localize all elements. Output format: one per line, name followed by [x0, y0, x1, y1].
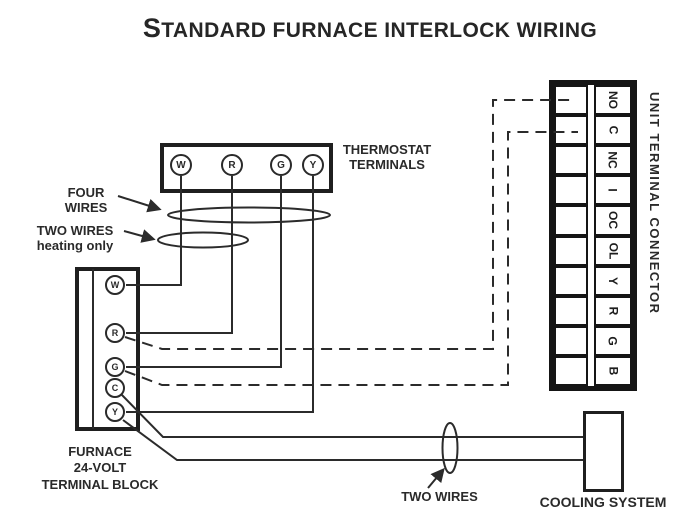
cooling-system-caption: COOLING SYSTEM: [539, 494, 667, 510]
unit-screw-cell: [554, 205, 588, 236]
unit-label-cell-g: G: [594, 325, 632, 356]
furnace-terminal-g-label: G: [111, 362, 119, 372]
thermostat-terminal-g: G: [270, 154, 292, 176]
furnace-terminal-y: Y: [105, 402, 125, 422]
unit-label-cell-ol: OL: [594, 235, 632, 266]
unit-terminal-b-label: B: [605, 366, 620, 376]
thermostat-terminal-r: R: [221, 154, 243, 176]
furnace-terminal-g: G: [105, 357, 125, 377]
two-wires-heating-line1: TWO WIRES: [36, 223, 114, 238]
two-wires-heating-line2: heating only: [36, 238, 114, 254]
furnace-terminal-r: R: [105, 323, 125, 343]
unit-connector-caption: UNIT TERMINAL CONNECTOR: [647, 92, 662, 315]
furnace-terminal-y-label: Y: [111, 407, 118, 417]
diagram-title: STANDARD FURNACE INTERLOCK WIRING: [142, 13, 598, 43]
four-wires-label-line1: FOUR: [67, 185, 105, 200]
unit-terminal-y-label: Y: [605, 276, 620, 285]
unit-label-cell-b: B: [594, 355, 632, 386]
unit-label-cell-i: I: [594, 175, 632, 206]
four-wires-bundle-ellipse: [167, 206, 331, 224]
thermostat-terminal-w: W: [170, 154, 192, 176]
wire-furnace-c-to-cooling: [120, 393, 583, 438]
unit-terminal-no-label: NO: [606, 91, 620, 110]
unit-screw-cell: [554, 265, 588, 296]
unit-label-cell-nc: NC: [594, 145, 632, 176]
unit-screw-cell: [554, 175, 588, 206]
unit-terminal-nc-label: NC: [606, 151, 620, 169]
unit-terminal-g-label: G: [606, 336, 620, 346]
furnace-terminal-c: C: [105, 378, 125, 398]
furnace-terminal-c-label: C: [111, 383, 119, 393]
furnace-caption: FURNACE 24-VOLT TERMINAL BLOCK: [35, 444, 165, 493]
wire-thermostat-r-to-furnace-r: [126, 176, 233, 334]
unit-terminal-oc-label: OC: [606, 211, 620, 230]
wire-thermostat-y-to-furnace-y: [126, 176, 314, 413]
two-wires-cooling-label: TWO WIRES: [401, 489, 478, 504]
four-wires-label-line2: WIRES: [64, 200, 108, 216]
furnace-caption-line2: 24-VOLT: [73, 460, 127, 476]
unit-screw-cell: [554, 325, 588, 356]
unit-terminal-ol-label: OL: [605, 242, 620, 259]
wire-thermostat-g-to-furnace-g: [126, 176, 282, 368]
wire-furnace-y-to-cooling: [122, 419, 583, 461]
unit-screw-cell: [554, 235, 588, 266]
thermostat-terminal-y: Y: [302, 154, 324, 176]
thermostat-terminal-w-label: W: [176, 159, 186, 171]
furnace-caption-line1: FURNACE: [68, 444, 132, 459]
unit-screw-cell: [554, 355, 588, 386]
unit-label-cell-y: Y: [594, 265, 632, 296]
unit-screw-cell: [554, 115, 588, 146]
cooling-system-box: [583, 411, 624, 492]
unit-terminal-i-label: I: [606, 188, 620, 193]
two-wires-heating-bundle-ellipse: [157, 231, 249, 249]
thermostat-caption-line1: THERMOSTAT: [342, 142, 432, 157]
thermostat-terminal-g-label: G: [277, 159, 285, 171]
four-wires-label: FOUR WIRES: [52, 185, 120, 216]
four-wires-arrow: [117, 195, 162, 213]
unit-terminal-r-label: R: [605, 306, 620, 316]
unit-screw-cell: [554, 145, 588, 176]
furnace-terminal-w-label: W: [110, 280, 120, 290]
thermostat-terminal-r-label: R: [228, 159, 236, 171]
two-wires-cooling-arrow: [427, 467, 445, 489]
two-wires-heating-label: TWO WIRES heating only: [28, 223, 122, 254]
unit-label-cell-r: R: [594, 295, 632, 326]
furnace-caption-line3: TERMINAL BLOCK: [41, 476, 159, 492]
unit-screw-cell: [554, 295, 588, 326]
two-wires-cooling-bundle-ellipse: [441, 422, 459, 474]
thermostat-caption: THERMOSTAT TERMINALS: [336, 142, 438, 173]
unit-label-cell-no: NO: [594, 85, 632, 116]
unit-label-cell-oc: OC: [594, 205, 632, 236]
two-wires-heating-arrow: [123, 229, 156, 243]
wire-furnace-r-to-unit-no: [124, 99, 576, 350]
unit-label-cell-c: C: [594, 115, 632, 146]
unit-terminal-connector: NO C NC I OC OL Y R G B: [549, 80, 637, 391]
thermostat-caption-line2: TERMINALS: [349, 157, 425, 173]
unit-terminal-c-label: C: [605, 125, 620, 135]
furnace-terminal-w: W: [105, 275, 125, 295]
thermostat-terminal-y-label: Y: [309, 159, 317, 171]
furnace-terminal-r-label: R: [111, 328, 119, 338]
unit-screw-cell: [554, 85, 588, 116]
